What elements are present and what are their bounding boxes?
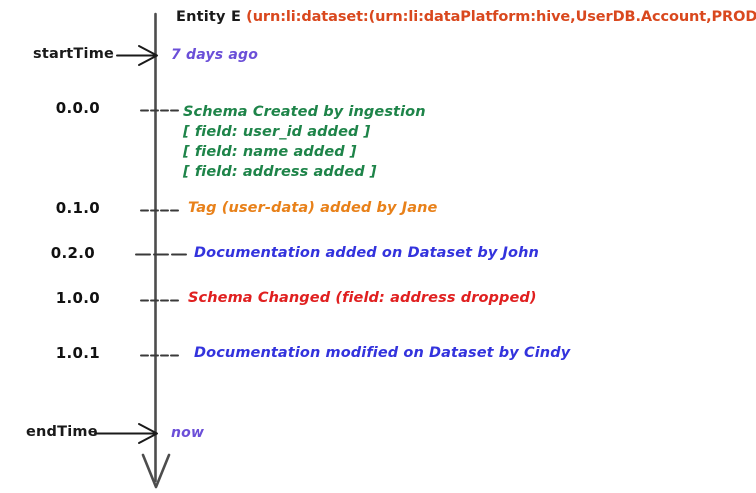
start-time-label: startTime xyxy=(33,46,115,62)
version-label-1[interactable]: 0.1.0 xyxy=(55,199,100,217)
version-label-0[interactable]: 0.0.0 xyxy=(55,99,100,117)
event-title-3[interactable]: Schema Changed (field: address dropped) xyxy=(188,290,537,306)
event-detail-0-0: [ field: user_id added ] xyxy=(183,124,371,140)
timeline-axis-arrowhead xyxy=(141,453,171,489)
version-label-4[interactable]: 1.0.1 xyxy=(55,344,100,362)
start-time-value: 7 days ago xyxy=(171,47,259,63)
diagram-title: Entity E (urn:li:dataset:(urn:li:dataPla… xyxy=(176,8,756,25)
end-time-arrowhead xyxy=(138,423,158,444)
event-title-1[interactable]: Tag (user-data) added by Jane xyxy=(188,200,438,216)
start-time-arrowhead xyxy=(138,45,158,66)
event-title-0: Schema Created by ingestion xyxy=(183,104,426,120)
event-block-0[interactable]: Schema Created by ingestion [ field: use… xyxy=(183,101,426,180)
version-label-2[interactable]: 0.2.0 xyxy=(50,244,95,262)
event-detail-0-2: [ field: address added ] xyxy=(183,164,377,180)
entity-title-label: Entity E xyxy=(176,9,242,25)
event-detail-0-1: [ field: name added ] xyxy=(183,144,357,160)
version-label-3[interactable]: 1.0.0 xyxy=(55,289,100,307)
end-time-label: endTime xyxy=(26,424,98,440)
entity-title-urn: (urn:li:dataset:(urn:li:dataPlatform:hiv… xyxy=(246,9,756,25)
end-time-value: now xyxy=(171,425,205,441)
event-title-4[interactable]: Documentation modified on Dataset by Cin… xyxy=(194,345,571,361)
event-title-2[interactable]: Documentation added on Dataset by John xyxy=(194,245,539,261)
